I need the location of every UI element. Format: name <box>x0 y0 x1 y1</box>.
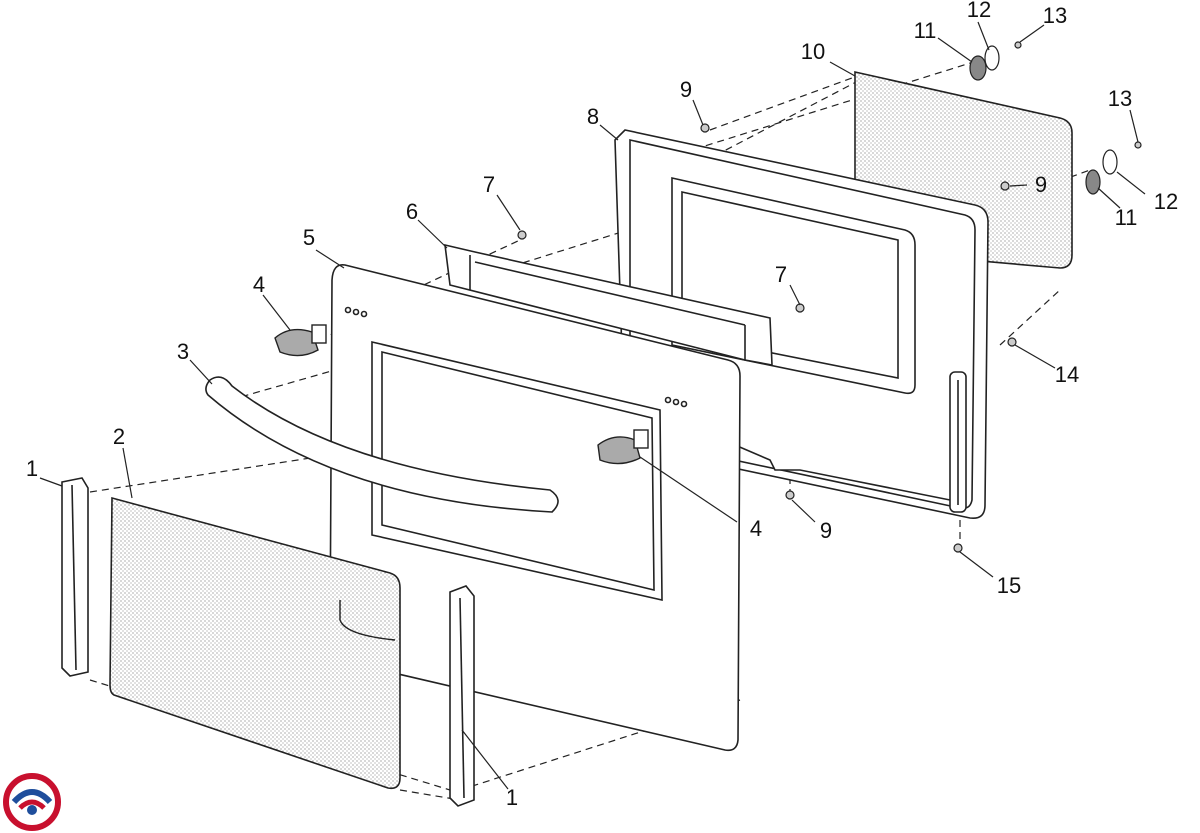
callout-15: 15 <box>996 573 1022 598</box>
callout-8: 8 <box>586 104 600 129</box>
callout-12-lower: 12 <box>1153 189 1179 214</box>
side-trim-strips-1 <box>61 477 475 807</box>
handle-end-caps-4 <box>274 324 649 465</box>
bracket-6 <box>444 243 773 366</box>
callout-1-left: 1 <box>25 456 39 481</box>
callout-9-right: 9 <box>1034 172 1048 197</box>
callout-10: 10 <box>800 39 826 64</box>
callout-7-lower: 7 <box>774 262 788 287</box>
callout-14: 14 <box>1054 362 1080 387</box>
callout-4-left: 4 <box>252 272 266 297</box>
callout-11-lower: 11 <box>1114 205 1138 230</box>
door-handle-3 <box>205 376 559 513</box>
callout-leaders <box>39 21 1146 790</box>
screws-and-fasteners <box>517 41 1142 553</box>
callout-4-right: 4 <box>749 516 763 541</box>
callout-1-right: 1 <box>505 785 519 810</box>
callout-13-lower: 13 <box>1107 86 1133 111</box>
callout-3: 3 <box>176 339 190 364</box>
callout-6: 6 <box>405 199 419 224</box>
callout-9-bottom: 9 <box>819 518 833 543</box>
callout-13-upper: 13 <box>1042 3 1068 28</box>
brand-logo-icon <box>3 773 61 831</box>
glass-panel-2 <box>109 496 401 790</box>
callout-12-upper: 12 <box>966 0 992 22</box>
callout-7-upper: 7 <box>482 172 496 197</box>
callout-2: 2 <box>112 424 126 449</box>
callout-9-top: 9 <box>679 77 693 102</box>
callout-5: 5 <box>302 225 316 250</box>
callout-11-upper: 11 <box>913 18 937 43</box>
